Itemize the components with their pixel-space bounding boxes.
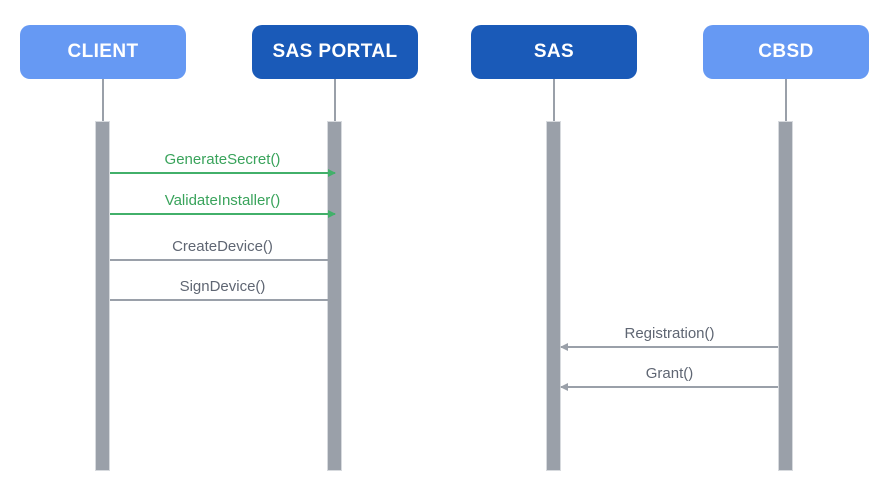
arrow-head-right-icon — [328, 169, 336, 177]
message-label-generate-secret: GenerateSecret() — [164, 151, 281, 168]
participant-box-cbsd[interactable]: CBSD — [703, 25, 869, 79]
message-label-grant: Grant() — [645, 365, 694, 382]
arrow-head-right-icon — [328, 256, 336, 264]
message-line-sign-device — [110, 299, 335, 301]
participant-box-sas-portal[interactable]: SAS PORTAL — [252, 25, 418, 79]
message-line-grant — [561, 386, 778, 388]
lifeline-sas-portal — [334, 79, 336, 121]
message-line-generate-secret — [110, 172, 335, 174]
participant-label-cbsd: CBSD — [758, 41, 814, 62]
activation-bar-cbsd — [778, 121, 793, 471]
message-registration[interactable]: Registration() — [560, 318, 778, 351]
message-label-create-device: CreateDevice() — [172, 238, 273, 255]
arrow-head-left-icon — [560, 343, 568, 351]
lifeline-cbsd — [785, 79, 787, 121]
message-create-device[interactable]: CreateDevice() — [110, 231, 336, 264]
message-validate-installer[interactable]: ValidateInstaller() — [110, 185, 336, 218]
lifeline-client — [102, 79, 104, 121]
arrow-head-right-icon — [328, 210, 336, 218]
message-line-validate-installer — [110, 213, 335, 215]
participant-label-sas: SAS — [533, 41, 575, 62]
participant-box-sas[interactable]: SAS — [471, 25, 637, 79]
message-sign-device[interactable]: SignDevice() — [110, 271, 336, 304]
participant-label-sas-portal: SAS PORTAL — [272, 41, 398, 62]
activation-bar-sas — [546, 121, 561, 471]
message-label-validate-installer: ValidateInstaller() — [164, 192, 281, 209]
message-label-sign-device: SignDevice() — [179, 278, 266, 295]
activation-bar-client — [95, 121, 110, 471]
message-line-registration — [561, 346, 778, 348]
arrow-head-right-icon — [328, 296, 336, 304]
message-line-create-device — [110, 259, 335, 261]
message-grant[interactable]: Grant() — [560, 358, 778, 391]
lifeline-sas — [553, 79, 555, 121]
message-generate-secret[interactable]: GenerateSecret() — [110, 144, 336, 177]
arrow-head-left-icon — [560, 383, 568, 391]
message-label-registration: Registration() — [624, 325, 715, 342]
participant-label-client: CLIENT — [67, 41, 139, 62]
participant-box-client[interactable]: CLIENT — [20, 25, 186, 79]
